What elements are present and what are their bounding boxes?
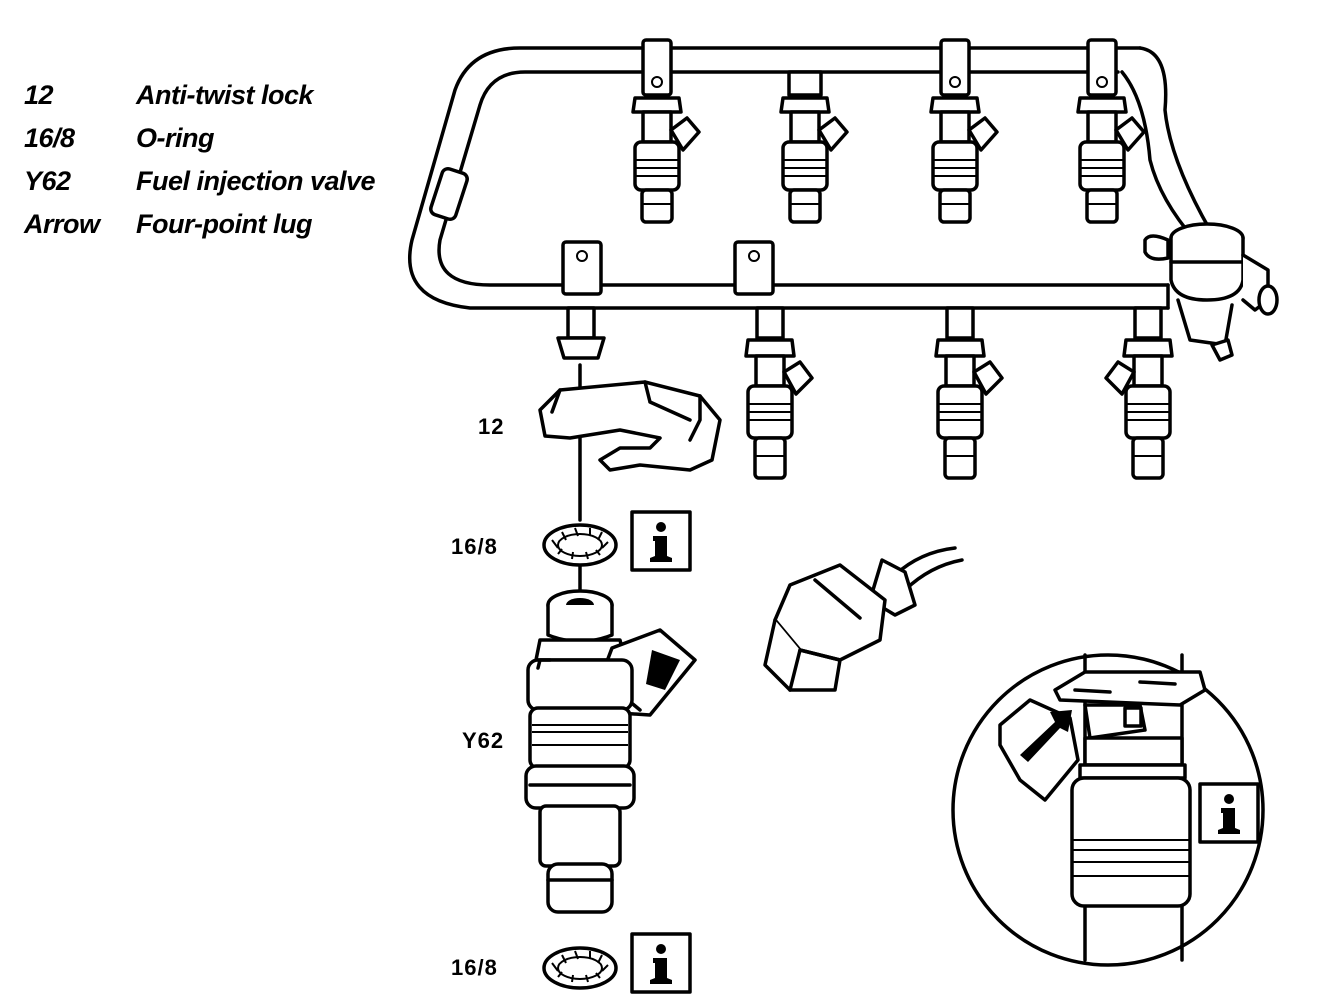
legend-code: 12 (24, 80, 54, 110)
rail-injector-upper-2 (779, 70, 849, 224)
rail-injector-upper-3 (929, 38, 999, 224)
legend: 12 Anti-twist lock 16/8 O-ring Y62 Fuel … (24, 74, 376, 246)
fuel-rail (408, 46, 1212, 310)
pressure-regulator (1143, 222, 1279, 362)
anti-twist-lock (538, 380, 722, 472)
legend-code: 16/8 (24, 123, 75, 153)
legend-description: O-ring (136, 123, 215, 153)
legend-description: Fuel injection valve (136, 166, 376, 196)
callout-anti-twist-lock: 12 (478, 414, 505, 439)
callout-o-ring-bottom: 16/8 (451, 955, 498, 980)
electrical-connector (763, 546, 964, 692)
legend-code: Y62 (24, 166, 71, 196)
legend-description: Four-point lug (136, 209, 312, 239)
rail-injector-lower-3 (1104, 306, 1174, 480)
legend-row: Arrow Four-point lug (24, 203, 375, 246)
empty-injector-port (556, 306, 606, 360)
rail-clip-2 (733, 240, 775, 296)
detail-view (951, 653, 1265, 967)
legend-row: 12 Anti-twist lock (24, 74, 375, 117)
rail-injector-upper-1 (631, 38, 701, 224)
legend-description: Anti-twist lock (136, 80, 314, 110)
fuel-injection-valve (524, 589, 697, 914)
rail-injector-upper-4 (1076, 38, 1146, 224)
legend-code: Arrow (24, 209, 100, 239)
o-ring-bottom (542, 946, 618, 990)
legend-row: Y62 Fuel injection valve (24, 160, 376, 203)
info-symbol-icon (1198, 782, 1260, 844)
o-ring-top (542, 523, 618, 567)
callout-fuel-injection-valve: Y62 (462, 728, 505, 753)
rail-injector-lower-2 (934, 306, 1004, 480)
legend-row: 16/8 O-ring (24, 117, 375, 160)
callout-o-ring-top: 16/8 (451, 534, 498, 559)
info-symbol-icon (630, 510, 692, 572)
rail-clip-1 (561, 240, 603, 296)
info-symbol-icon (630, 932, 692, 994)
rail-injector-lower-1 (744, 306, 814, 480)
